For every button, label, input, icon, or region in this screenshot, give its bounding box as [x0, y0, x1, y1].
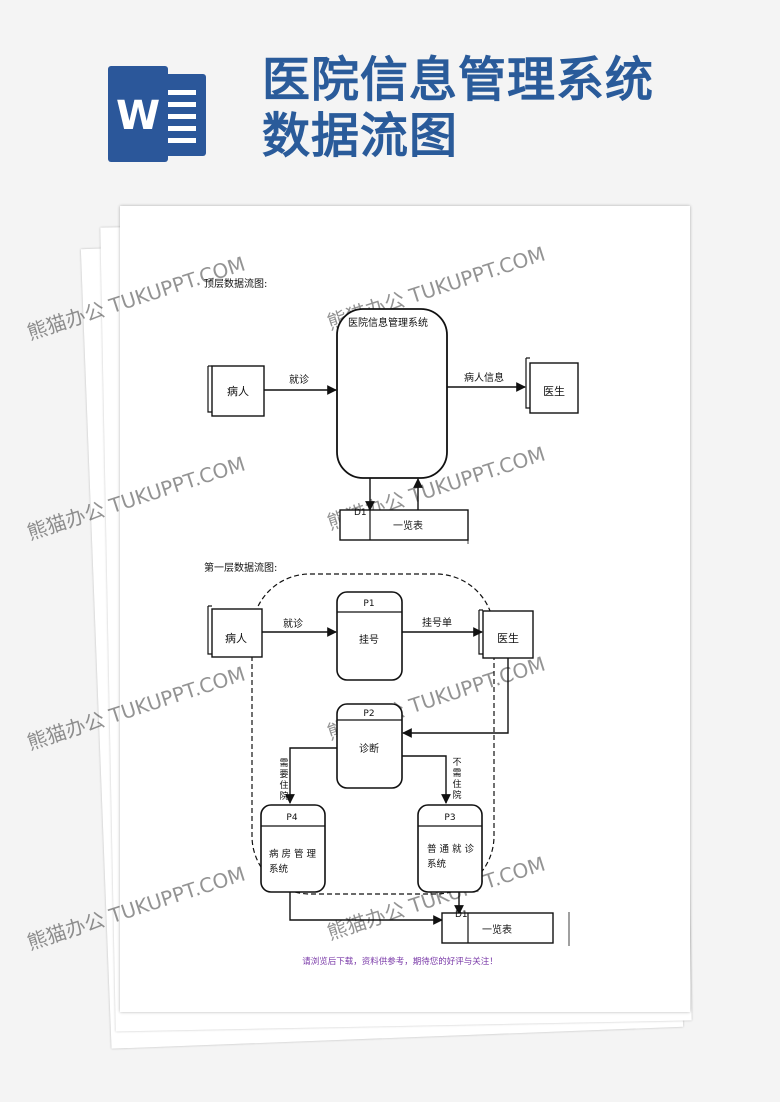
- top-level-heading: 顶层数据流图:: [204, 277, 267, 290]
- flow-p4-to-store-arrow: [289, 892, 443, 925]
- first-level-heading: 第一层数据流图:: [204, 561, 277, 574]
- flow-doctor-to-diagnosis-arrow: [402, 658, 509, 738]
- flow-need-char: 要: [279, 769, 288, 780]
- p3-name-line1: 普 通 就 诊: [427, 843, 475, 855]
- top-flow-visit-label: 就诊: [289, 373, 309, 386]
- flow-noneed-char: 不: [452, 757, 461, 768]
- top-store-id: D1: [354, 508, 367, 518]
- flow-noneed-char: 住: [452, 778, 461, 790]
- flow-noneed-char: 院: [452, 789, 461, 801]
- watermark: 熊猫办公 TUKUPPT.COM: [24, 862, 248, 955]
- top-patient-label: 病人: [227, 384, 249, 398]
- p2-id: P2: [363, 709, 374, 719]
- page-title-line1: 医院信息管理系统: [262, 52, 655, 108]
- p2-name: 诊断: [359, 742, 379, 755]
- flow-noneed-char: 需: [452, 768, 461, 779]
- p1-id: P1: [363, 599, 374, 609]
- word-logo-letter: W: [116, 93, 160, 139]
- watermark: 熊猫办公 TUKUPPT.COM: [24, 452, 248, 545]
- flow-no-hospital-arrow: [402, 755, 451, 804]
- top-flow-info-label: 病人信息: [464, 371, 504, 384]
- p4-id: P4: [286, 813, 297, 823]
- top-store-name: 一览表: [393, 519, 423, 532]
- p4-name-line1: 病 房 管 理: [269, 848, 317, 860]
- first-store-id: D1: [455, 910, 468, 920]
- watermark: 熊猫办公 TUKUPPT.COM: [24, 662, 248, 755]
- process-p3: P3 普 通 就 诊 系统: [417, 804, 483, 893]
- first-data-store: D1 一览表: [441, 910, 570, 946]
- process-p1: P1 挂号: [336, 591, 403, 681]
- flow-no-hospital-label: 不 需 住 院: [452, 757, 461, 801]
- flow-need-char: 住: [279, 779, 288, 791]
- flow-need-char: 需: [279, 758, 288, 769]
- p4-name-line2: 系统: [269, 863, 289, 875]
- top-patient-entity: 病人: [207, 365, 265, 417]
- process-p4: P4 病 房 管 理 系统: [260, 804, 326, 893]
- top-system-process: 医院信息管理系统: [336, 308, 448, 479]
- top-doctor-label: 医生: [543, 384, 565, 398]
- top-doctor-entity: 医生: [525, 357, 579, 414]
- p3-id: P3: [444, 813, 455, 823]
- top-system-label: 医院信息管理系统: [348, 316, 428, 329]
- flow-need-hospital-label: 需 要 住 院: [279, 758, 288, 802]
- flow-need-char: 院: [279, 790, 288, 802]
- footer-note: 请浏览后下载，资料供参考，期待您的好评与关注！: [302, 956, 498, 967]
- flow-ticket-label: 挂号单: [422, 616, 452, 629]
- word-logo-icon: W: [108, 66, 206, 162]
- p1-name: 挂号: [359, 633, 379, 646]
- process-p2: P2 诊断: [336, 703, 403, 789]
- patient-entity: 病人: [207, 605, 263, 658]
- flow-need-hospital-arrow: [285, 747, 337, 804]
- first-store-name: 一览表: [482, 923, 512, 936]
- watermark: 熊猫办公 TUKUPPT.COM: [24, 252, 248, 345]
- doctor-label: 医生: [497, 631, 519, 645]
- page-title-line2: 数据流图: [262, 108, 459, 164]
- patient-label: 病人: [225, 631, 247, 645]
- doctor-entity: 医生: [478, 609, 534, 659]
- flow-visit-label: 就诊: [283, 617, 303, 630]
- p3-name-line2: 系统: [427, 858, 447, 870]
- top-data-store: D1 一览表: [339, 508, 469, 544]
